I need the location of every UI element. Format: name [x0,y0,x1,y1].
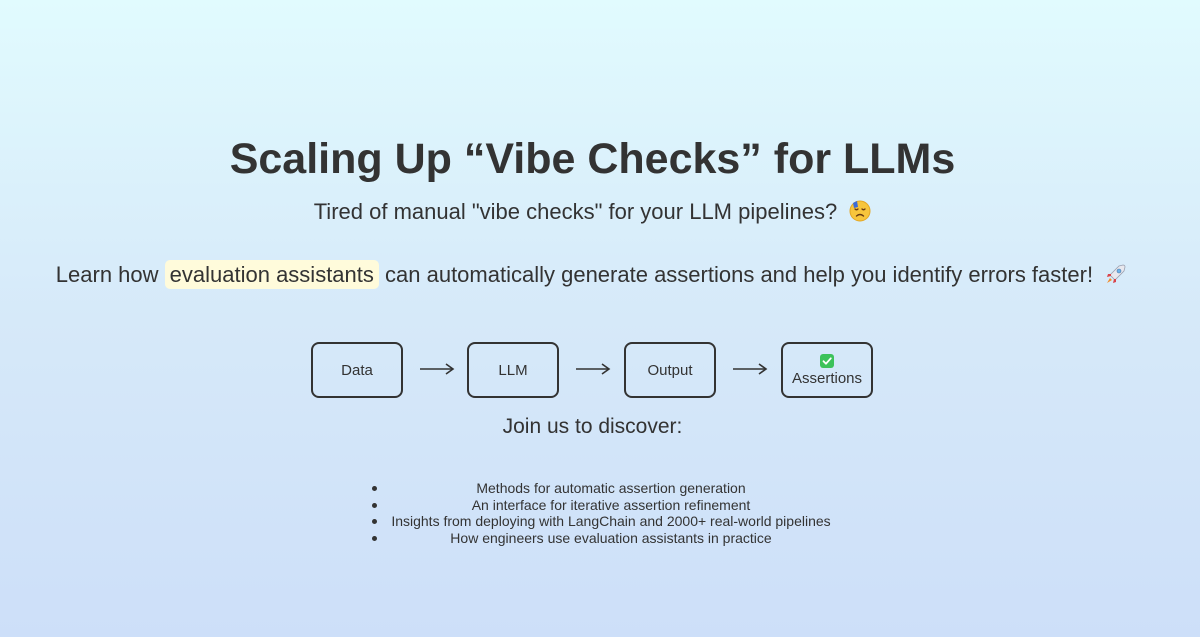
intro-line: Learn how evaluation assistants can auto… [0,260,1183,290]
flow-step-label: Output [647,361,693,379]
check-mark-icon [820,353,834,368]
arrow-right-icon [420,363,455,375]
tired-face-icon [849,200,871,222]
flow-step-assertions: Assertions [781,342,873,398]
flow-step-label: LLM [498,361,528,379]
subtitle: Tired of manual "vibe checks" for your L… [0,198,1185,226]
rocket-icon [1107,264,1126,283]
page-title: Scaling Up “Vibe Checks” for LLMs [229,135,956,183]
flow-step-label: Data [341,361,373,379]
list-item: How engineers use evaluation assistants … [372,530,838,547]
discover-list: Methods for automatic assertion generati… [372,480,838,547]
flow-step-label: Assertions [791,369,863,387]
intro-prefix: Learn how [55,262,159,287]
arrow-right-icon [733,363,768,375]
list-item: An interface for iterative assertion ref… [372,497,838,514]
discover-heading: Join us to discover: [502,415,683,438]
subtitle-text: Tired of manual "vibe checks" for your L… [313,199,838,224]
flow-step-llm: LLM [467,342,559,398]
list-item: Methods for automatic assertion generati… [372,480,838,497]
intro-suffix: can automatically generate assertions an… [385,262,1094,287]
flow-step-data: Data [311,342,403,398]
flow-step-output: Output [624,342,716,398]
list-item: Insights from deploying with LangChain a… [372,513,838,530]
highlighted-term: evaluation assistants [164,260,379,289]
arrow-right-icon [576,363,611,375]
